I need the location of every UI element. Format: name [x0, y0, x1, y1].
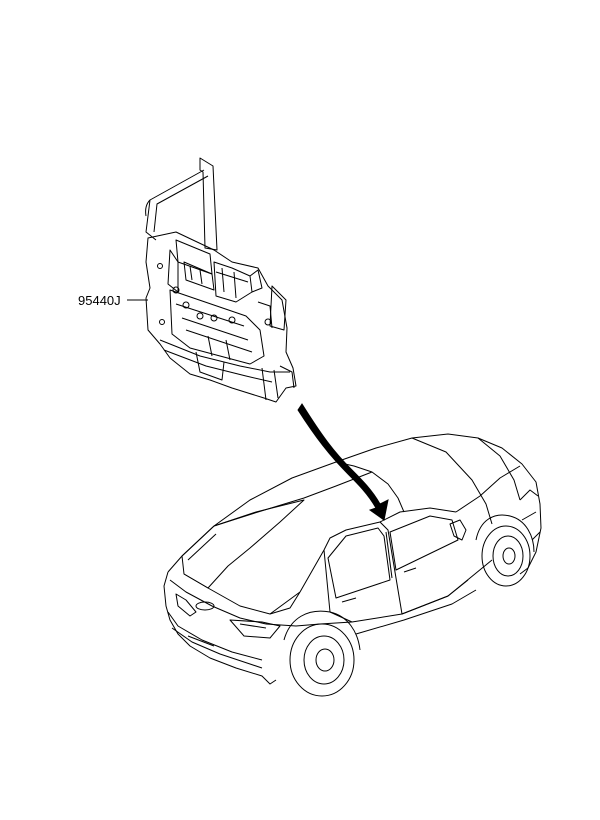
vehicle-sedan [164, 434, 541, 696]
part-number-label: 95440J [78, 293, 121, 308]
location-arrow [298, 404, 388, 520]
control-module [146, 158, 296, 402]
